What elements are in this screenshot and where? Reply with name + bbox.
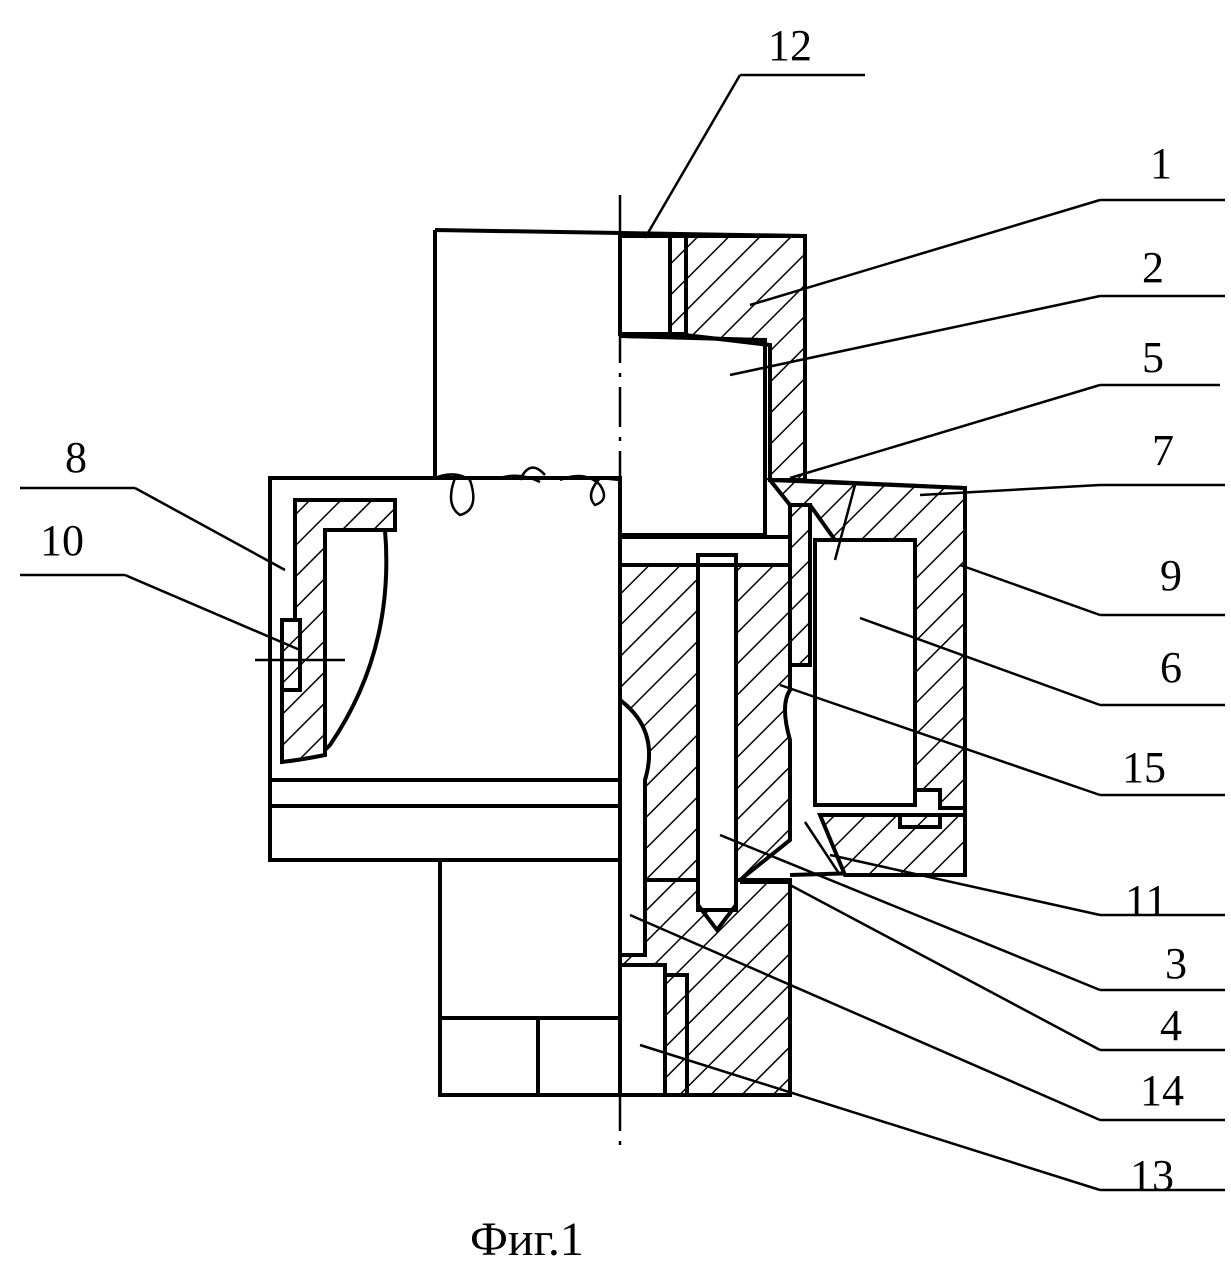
left-body xyxy=(255,478,620,860)
callout-8: 8 xyxy=(65,433,87,482)
callout-14: 14 xyxy=(1140,1066,1184,1115)
callout-5: 5 xyxy=(1142,333,1164,382)
callout-10: 10 xyxy=(40,516,84,565)
callout-3: 3 xyxy=(1165,939,1187,988)
callout-15: 15 xyxy=(1122,743,1166,792)
bottom-block xyxy=(440,860,620,1095)
callout-2: 2 xyxy=(1142,243,1164,292)
right-body xyxy=(770,480,965,875)
callout-4: 4 xyxy=(1160,1001,1182,1050)
callout-6: 6 xyxy=(1160,643,1182,692)
callout-13: 13 xyxy=(1130,1151,1174,1200)
callout-labels: 12 1 2 5 7 8 10 9 6 15 11 3 4 14 13 xyxy=(40,21,1187,1200)
callout-9: 9 xyxy=(1160,551,1182,600)
callout-12: 12 xyxy=(768,21,812,70)
callout-7: 7 xyxy=(1152,426,1174,475)
center-shaft xyxy=(620,537,790,1095)
callout-11: 11 xyxy=(1125,876,1167,925)
figure-caption: Фиг.1 xyxy=(470,1213,584,1266)
callout-1: 1 xyxy=(1150,139,1172,188)
